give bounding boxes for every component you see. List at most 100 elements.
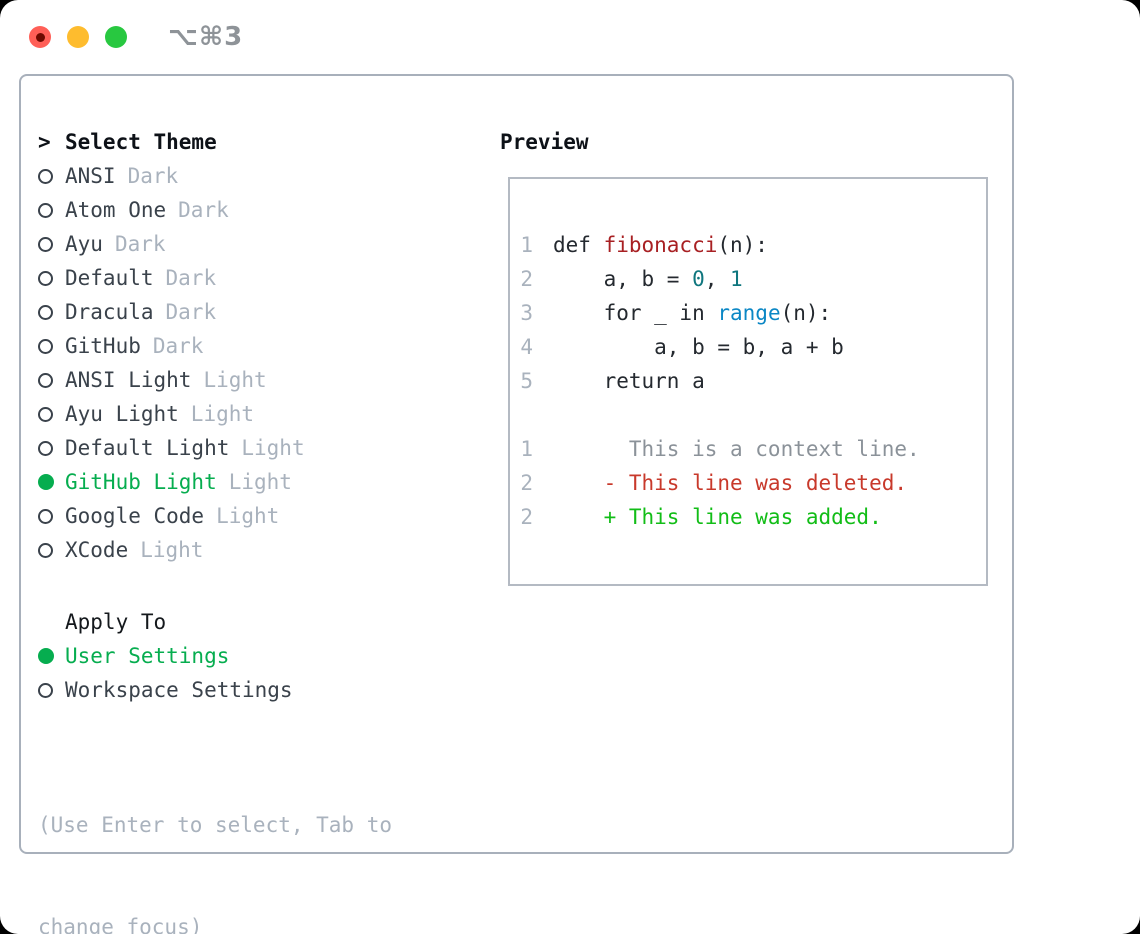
radio-unselected-icon — [38, 304, 53, 320]
theme-name: GitHub — [65, 334, 141, 358]
diff-line-context: 1 This is a context line. — [520, 432, 986, 466]
theme-option-ansi-dark[interactable]: ANSI Dark — [38, 159, 485, 193]
theme-option-github-dark[interactable]: GitHub Dark — [38, 329, 485, 363]
line-number: 4 — [520, 335, 533, 359]
theme-name: Google Code — [65, 504, 205, 528]
close-button[interactable] — [29, 26, 51, 48]
radio-unselected-icon — [38, 542, 53, 558]
theme-name: Dracula — [65, 300, 154, 324]
radio-unselected-icon — [38, 338, 53, 354]
hint-line: change focus) — [38, 915, 203, 934]
theme-option-google-code-light[interactable]: Google Code Light — [38, 499, 485, 533]
apply-option-label: User Settings — [65, 644, 230, 668]
line-number: 2 — [520, 505, 533, 529]
theme-option-xcode-light[interactable]: XCode Light — [38, 533, 485, 567]
code-text: for _ in range(n): — [553, 301, 832, 325]
apply-option-label: Workspace Settings — [65, 678, 293, 702]
radio-unselected-icon — [38, 372, 53, 388]
minimize-button[interactable] — [67, 26, 89, 48]
line-number: 2 — [520, 267, 533, 291]
apply-to-title: Apply To — [65, 610, 167, 634]
titlebar: ⌥⌘3 — [0, 0, 1140, 74]
apply-to-header: Apply To — [38, 605, 485, 639]
close-button-dot — [35, 32, 45, 42]
theme-option-ayu-light-light[interactable]: Ayu Light Light — [38, 397, 485, 431]
radio-unselected-icon — [38, 440, 53, 456]
theme-name: Ayu Light — [65, 402, 179, 426]
diff-sample: 1 This is a context line.2 - This line w… — [520, 432, 986, 534]
theme-name: Atom One — [65, 198, 167, 222]
line-number: 5 — [520, 369, 533, 393]
line-number: 1 — [520, 233, 533, 257]
preview-title: Preview — [500, 130, 589, 154]
theme-option-atom-one-dark[interactable]: Atom One Dark — [38, 193, 485, 227]
line-number: 3 — [520, 301, 533, 325]
theme-option-default-dark[interactable]: Default Dark — [38, 261, 485, 295]
diff-text: This is a context line. — [553, 437, 920, 461]
radio-unselected-icon — [38, 236, 53, 252]
code-line: 5 return a — [520, 364, 986, 398]
prompt-caret-icon: > — [38, 130, 51, 154]
radio-unselected-icon — [38, 202, 53, 218]
code-line: 1 def fibonacci(n): — [520, 228, 986, 262]
theme-option-github-light-light[interactable]: GitHub Light Light — [38, 465, 485, 499]
code-text: return a — [553, 369, 705, 393]
code-line: 2 a, b = 0, 1 — [520, 262, 986, 296]
code-line: 4 a, b = b, a + b — [520, 330, 986, 364]
line-number: 1 — [520, 437, 533, 461]
code-text: a, b = 0, 1 — [553, 267, 743, 291]
code-line: 3 for _ in range(n): — [520, 296, 986, 330]
theme-variant-tag: Dark — [114, 232, 166, 256]
hint-text: (Use Enter to select, Tab to change focu… — [38, 740, 485, 934]
code-text: a, b = b, a + b — [553, 335, 844, 359]
theme-name: Default — [65, 266, 154, 290]
radio-selected-icon — [38, 474, 54, 490]
radio-unselected-icon — [38, 682, 53, 698]
theme-name: XCode — [65, 538, 129, 562]
theme-variant-tag: Light — [140, 538, 204, 562]
theme-variant-tag: Light — [228, 470, 292, 494]
apply-option-user-settings[interactable]: User Settings — [38, 639, 485, 673]
theme-variant-tag: Dark — [152, 334, 204, 358]
theme-variant-tag: Light — [241, 436, 305, 460]
theme-name: ANSI — [65, 164, 116, 188]
radio-unselected-icon — [38, 270, 53, 286]
radio-selected-icon — [38, 648, 54, 664]
window-title: ⌥⌘3 — [168, 22, 244, 52]
diff-text: - This line was deleted. — [553, 471, 908, 495]
theme-variant-tag: Light — [190, 402, 255, 426]
apply-option-workspace-settings[interactable]: Workspace Settings — [38, 673, 485, 707]
blank-line — [520, 398, 986, 432]
theme-variant-tag: Dark — [178, 198, 229, 222]
theme-option-dracula-dark[interactable]: Dracula Dark — [38, 295, 485, 329]
theme-variant-tag: Light — [203, 368, 267, 392]
theme-name: GitHub Light — [65, 470, 217, 494]
theme-variant-tag: Dark — [127, 164, 179, 188]
line-number: 2 — [520, 471, 533, 495]
hint-line: (Use Enter to select, Tab to — [38, 813, 393, 837]
zoom-button[interactable] — [105, 26, 127, 48]
theme-variant-tag: Dark — [165, 266, 217, 290]
code-text: def fibonacci(n): — [553, 233, 768, 257]
theme-variant-tag: Dark — [165, 300, 217, 324]
radio-unselected-icon — [38, 406, 53, 422]
select-theme-title: Select Theme — [65, 130, 217, 154]
diff-line-deleted: 2 - This line was deleted. — [520, 466, 986, 500]
select-theme-header: > Select Theme — [38, 125, 485, 159]
diff-text: + This line was added. — [553, 505, 882, 529]
diff-line-added: 2 + This line was added. — [520, 500, 986, 534]
theme-variant-tag: Light — [216, 504, 280, 528]
radio-unselected-icon — [38, 508, 53, 524]
